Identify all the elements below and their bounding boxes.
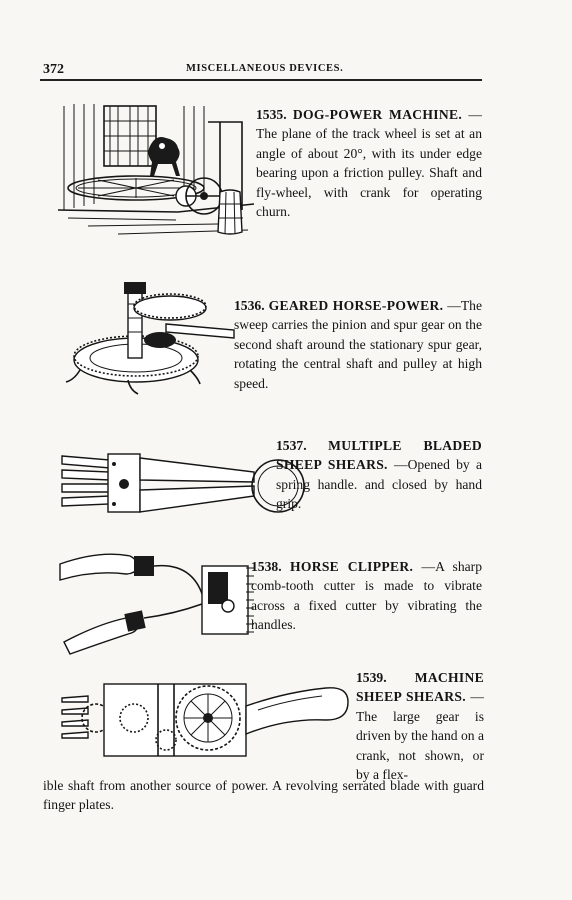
entry-1536-text: —The sweep carries the pinion and spur g… — [234, 298, 482, 391]
horse-clipper-illustration — [58, 546, 254, 660]
entry-1537-number: 1537. — [276, 438, 307, 453]
entry-1535-number: 1535. — [256, 107, 287, 122]
entry-1539-text-full-width: ible shaft from another source of power.… — [43, 778, 484, 813]
machine-sheep-shears-illustration — [58, 676, 350, 768]
entry-1539-caption-full-width: ible shaft from another source of power.… — [43, 776, 484, 815]
entry-1537-title: MULTIPLE BLADED SHEEP SHEARS. — [276, 438, 482, 473]
entry-1536-caption: 1536. GEARED HORSE-POWER. —The sweep car… — [234, 296, 482, 393]
entry-1539-number: 1539. — [356, 670, 387, 685]
entry-1535-text: —The plane of the track wheel is set at … — [256, 107, 482, 220]
geared-horse-power-illustration — [58, 278, 250, 402]
entry-1538-title: HORSE CLIPPER. — [289, 559, 414, 574]
running-title: MISCELLANEOUS DEVICES. — [186, 63, 344, 74]
entry-1536-number: 1536. — [234, 298, 265, 313]
entry-1535-caption: 1535. DOG-POWER MACHINE. —The plane of t… — [256, 105, 482, 221]
entry-1539-title: MACHINE SHEEP SHEARS. — [356, 670, 484, 705]
page-number: 372 — [43, 62, 64, 77]
entry-1536-title: GEARED HORSE-POWER. — [268, 298, 444, 313]
entry-1539-caption-wrapped: 1539. MACHINE SHEEP SHEARS. —The large g… — [356, 668, 484, 784]
entry-1535-title: DOG-POWER MACHINE. — [292, 107, 463, 122]
entry-1537-caption: 1537. MULTIPLE BLADED SHEEP SHEARS. —Ope… — [276, 436, 482, 514]
header-rule — [40, 79, 482, 81]
entry-1539-text-wrapped: —The large gear is driven by the hand on… — [356, 689, 484, 783]
multiple-bladed-sheep-shears-illustration — [58, 446, 310, 526]
entry-1538-text: —A sharp comb-tooth cutter is made to vi… — [251, 559, 482, 633]
entry-1538-caption: 1538. HORSE CLIPPER. —A sharp comb-tooth… — [251, 557, 482, 635]
entry-1538-number: 1538. — [251, 559, 282, 574]
dog-power-machine-illustration — [58, 100, 254, 242]
entry-1537-text: —Opened by a spring handle. and closed b… — [276, 457, 482, 512]
